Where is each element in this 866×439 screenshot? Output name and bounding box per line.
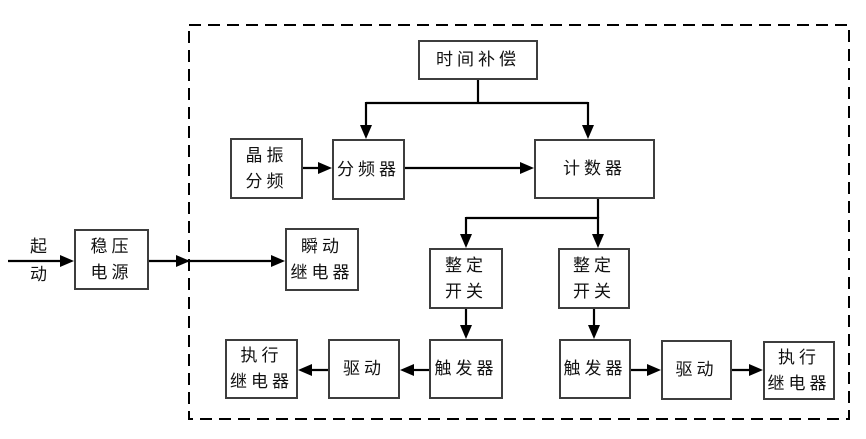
arrowhead-into-instant-relay <box>271 255 285 267</box>
block-exec-relay-right: 执行 继电器 <box>763 341 835 400</box>
arrowhead-into-driver-left <box>400 364 414 376</box>
block-voltage-regulator: 稳压 电源 <box>74 229 149 290</box>
block-time-compensation: 时间补偿 <box>418 40 538 80</box>
block-instant-relay: 瞬动 继电器 <box>285 228 359 291</box>
block-driver-right: 驱动 <box>661 340 732 400</box>
block-exec-relay-left: 执行 继电器 <box>225 339 298 399</box>
block-trigger-left: 触发器 <box>429 339 503 399</box>
block-setting-switch-left: 整定 开关 <box>429 248 503 309</box>
arrowhead-into-exec-relay-right <box>749 364 763 376</box>
arrowhead-into-driver-right <box>647 364 661 376</box>
arrowhead-into-counter-top <box>582 125 594 139</box>
arrowhead-into-switch-right <box>592 234 604 248</box>
block-setting-switch-right: 整定 开关 <box>558 248 630 309</box>
block-trigger-right: 触发器 <box>559 339 631 399</box>
block-frequency-divider: 分频器 <box>332 139 405 200</box>
arrowhead-into-divider-top <box>360 125 372 139</box>
arrowhead-into-switch-left <box>460 234 472 248</box>
arrowhead-at-frame-crossing <box>176 255 190 267</box>
arrowhead-into-counter <box>520 162 534 174</box>
arrowhead-into-trigger-right <box>588 325 600 339</box>
block-counter: 计数器 <box>534 139 655 199</box>
arrowhead-into-exec-relay-left <box>298 364 312 376</box>
block-driver-left: 驱动 <box>328 339 400 399</box>
arrowhead-into-regulator <box>60 255 74 267</box>
dashed-boundary-frame <box>188 24 850 420</box>
block-crystal-divider: 晶振 分频 <box>230 138 303 199</box>
arrowhead-into-divider <box>318 162 332 174</box>
start-signal-label: 起 动 <box>30 237 48 285</box>
arrowhead-into-trigger-left <box>460 325 472 339</box>
